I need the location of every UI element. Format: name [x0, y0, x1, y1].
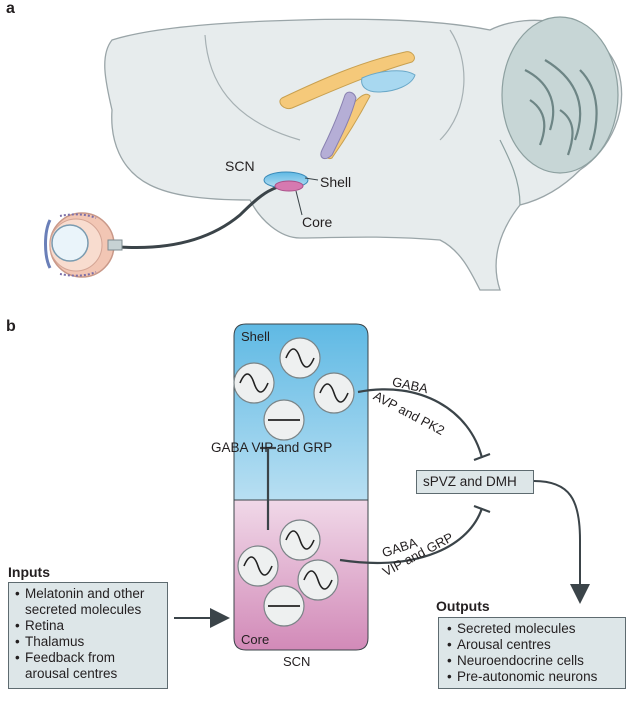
scn-anatomy: [119, 171, 319, 249]
ventricle: [361, 70, 416, 93]
core-to-shell-projection: [260, 446, 276, 530]
eye: [44, 212, 123, 278]
fibre-tract: [320, 91, 357, 160]
inputs-item: Feedback from: [13, 650, 163, 666]
inputs-box: Melatonin and other secreted molecules R…: [8, 582, 168, 689]
cerebellum: [499, 16, 619, 206]
outputs-title: Outputs: [436, 598, 490, 614]
outputs-item: Neuroendocrine cells: [445, 653, 619, 669]
inputs-item: Retina: [13, 618, 163, 634]
inputs-item-cont: secreted molecules: [25, 602, 142, 617]
shell-to-target-projection: [357, 388, 491, 462]
shell-leader: [304, 177, 319, 181]
inputs-item: Melatonin and other: [13, 586, 163, 602]
panel-b-label: b: [6, 318, 16, 335]
scn-core: [274, 180, 304, 192]
outputs-box: Secreted molecules Arousal centres Neuro…: [438, 617, 626, 689]
outputs-item: Pre-autonomic neurons: [445, 669, 619, 685]
corpus-callosum: [279, 51, 415, 110]
inputs-item: Thalamus: [13, 634, 163, 650]
scn-shell-label: Shell: [241, 329, 270, 344]
outputs-item: Arousal centres: [445, 637, 619, 653]
core-to-shell-label: GABA VIP and GRP: [211, 440, 333, 455]
scn-core-label: Core: [241, 632, 270, 647]
core-leader: [295, 190, 303, 216]
core-to-target-projection: [339, 504, 491, 564]
scn-caption: SCN: [283, 654, 311, 669]
spvz-dmh-label: sPVZ and DMH: [423, 474, 517, 489]
inputs-title: Inputs: [8, 564, 50, 580]
outputs-item: Secreted molecules: [445, 621, 619, 637]
scn-label: SCN: [225, 158, 255, 174]
brain-outline: [104, 18, 623, 291]
spvz-dmh-box: sPVZ and DMH: [416, 470, 534, 494]
shell-label: Shell: [320, 174, 352, 190]
core-neurons: [237, 519, 339, 627]
outputs-arrow: [533, 480, 590, 604]
inputs-item-cont: arousal centres: [25, 666, 118, 681]
panel-a-label: a: [6, 0, 15, 17]
shell-neurons: [233, 337, 355, 441]
core-label: Core: [302, 214, 333, 230]
brain-sagittal: [104, 16, 623, 291]
